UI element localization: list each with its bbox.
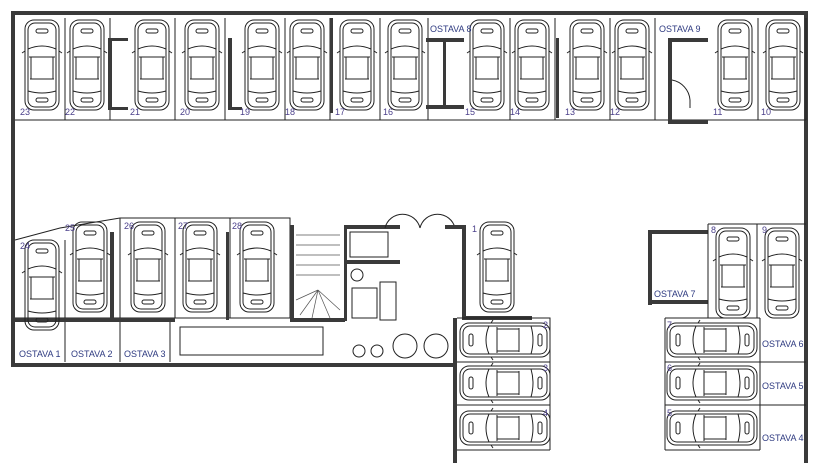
car-icon (179, 221, 221, 313)
parking-space-number: 23 (20, 107, 30, 117)
car-icon (286, 19, 328, 111)
parking-space: 5 (666, 407, 758, 449)
parking-space: 19 (240, 19, 283, 117)
storage-label-ostava-3: OSTAVA 3 (124, 349, 166, 359)
parking-space: 16 (383, 19, 426, 117)
parking-space-number: 20 (180, 107, 190, 117)
car-icon (466, 19, 508, 111)
parking-space: 17 (335, 19, 378, 117)
car-icon (127, 221, 169, 313)
car-icon (384, 19, 426, 111)
parking-space-number: 2 (543, 320, 548, 330)
parking-space-number: 3 (543, 363, 548, 373)
parking-space-number: 7 (667, 320, 672, 330)
parking-space-number: 6 (667, 363, 672, 373)
car-icon (611, 19, 653, 111)
parking-space: 25 (65, 221, 111, 313)
car-icon (666, 319, 758, 361)
storage-label-ostava-1: OSTAVA 1 (19, 349, 61, 359)
car-icon (131, 19, 173, 111)
parking-space: 6 (666, 362, 758, 404)
storage-label-ostava-7: OSTAVA 7 (654, 289, 696, 299)
car-icon (761, 227, 803, 319)
car-icon (476, 221, 518, 313)
parking-space-number: 9 (762, 225, 767, 235)
parking-space-number: 18 (285, 107, 295, 117)
parking-space: 7 (666, 319, 758, 361)
parking-space: 20 (180, 19, 223, 117)
parking-space-number: 8 (711, 225, 716, 235)
parking-space-number: 1 (472, 224, 477, 234)
car-icon (459, 319, 551, 361)
parking-space: 8 (711, 225, 754, 319)
parking-space-number: 11 (713, 107, 722, 117)
parking-space-number: 19 (240, 107, 250, 117)
parking-space-number: 13 (565, 107, 575, 117)
parking-space: 15 (465, 19, 508, 117)
car-icon (66, 19, 108, 111)
parking-space-number: 12 (610, 107, 620, 117)
car-icon (236, 221, 278, 313)
parking-space-number: 4 (543, 408, 548, 418)
car-icon (666, 407, 758, 449)
parking-space-number: 15 (465, 107, 475, 117)
parking-space: 28 (232, 221, 278, 313)
car-icon (566, 19, 608, 111)
car-icon (336, 19, 378, 111)
car-icon (666, 362, 758, 404)
parking-space-number: 10 (761, 107, 771, 117)
top-row-stalls (15, 18, 807, 121)
parking-space-number: 5 (667, 408, 672, 418)
parking-space-number: 21 (130, 107, 140, 117)
parking-space-number: 26 (124, 221, 134, 231)
parking-space: 1 (472, 221, 518, 313)
storage-label-ostava-8: OSTAVA 8 (430, 24, 472, 34)
lower-structures (14, 213, 806, 451)
car-icon (762, 19, 804, 111)
parking-space: 18 (285, 19, 328, 117)
outer-walls (11, 11, 808, 463)
car-icon (181, 19, 223, 111)
parking-space: 22 (65, 19, 108, 117)
top-row-walls (108, 18, 708, 124)
car-icon (21, 19, 63, 111)
car-icon (459, 362, 551, 404)
parking-space: 14 (510, 19, 553, 117)
parking-space: 24 (20, 239, 63, 331)
parking-space-number: 25 (65, 223, 75, 233)
parking-space: 11 (713, 19, 756, 117)
parking-space: 21 (130, 19, 173, 117)
parking-space: 9 (761, 225, 803, 319)
parking-space: 23 (20, 19, 63, 117)
car-icon (459, 407, 551, 449)
parking-space: 27 (178, 221, 221, 313)
parking-space-number: 27 (178, 221, 188, 231)
storage-label-ostava-2: OSTAVA 2 (71, 349, 113, 359)
parking-space: 2 (459, 319, 551, 361)
parking-space-number: 16 (383, 107, 393, 117)
car-icon (241, 19, 283, 111)
parking-space: 4 (459, 407, 551, 449)
storage-label-ostava-5: OSTAVA 5 (762, 381, 804, 391)
parking-space-number: 22 (65, 107, 75, 117)
parking-space-number: 17 (335, 107, 345, 117)
car-icon (714, 19, 756, 111)
parking-space: 10 (761, 19, 804, 117)
parking-space-number: 14 (510, 107, 520, 117)
car-icon (21, 239, 63, 331)
storage-label-ostava-9: OSTAVA 9 (659, 24, 701, 34)
parking-space: 26 (124, 221, 169, 313)
parking-space: 12 (610, 19, 653, 117)
storage-label-ostava-4: OSTAVA 4 (762, 433, 804, 443)
parking-space: 3 (459, 362, 551, 404)
car-icon (511, 19, 553, 111)
parking-space-number: 24 (20, 241, 30, 251)
parking-space: 13 (565, 19, 608, 117)
parking-space-number: 28 (232, 221, 242, 231)
storage-label-ostava-6: OSTAVA 6 (762, 339, 804, 349)
car-icon (712, 227, 754, 319)
car-icon (69, 221, 111, 313)
